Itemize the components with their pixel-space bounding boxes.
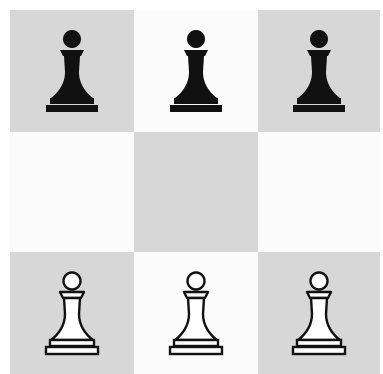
square-c2[interactable]	[258, 132, 380, 252]
black-pawn-icon[interactable]	[40, 25, 104, 117]
black-pawn-icon[interactable]	[287, 25, 351, 117]
chessboard-frame	[10, 10, 380, 374]
chessboard	[10, 10, 380, 374]
square-a2[interactable]	[10, 132, 134, 252]
square-a3[interactable]	[10, 10, 134, 132]
square-c3[interactable]	[258, 10, 380, 132]
white-pawn-icon[interactable]	[287, 267, 351, 359]
square-b2[interactable]	[134, 132, 258, 252]
white-pawn-icon[interactable]	[40, 267, 104, 359]
white-pawn-icon[interactable]	[164, 267, 228, 359]
black-pawn-icon[interactable]	[164, 25, 228, 117]
square-a1[interactable]	[10, 252, 134, 374]
square-b1[interactable]	[134, 252, 258, 374]
square-c1[interactable]	[258, 252, 380, 374]
square-b3[interactable]	[134, 10, 258, 132]
